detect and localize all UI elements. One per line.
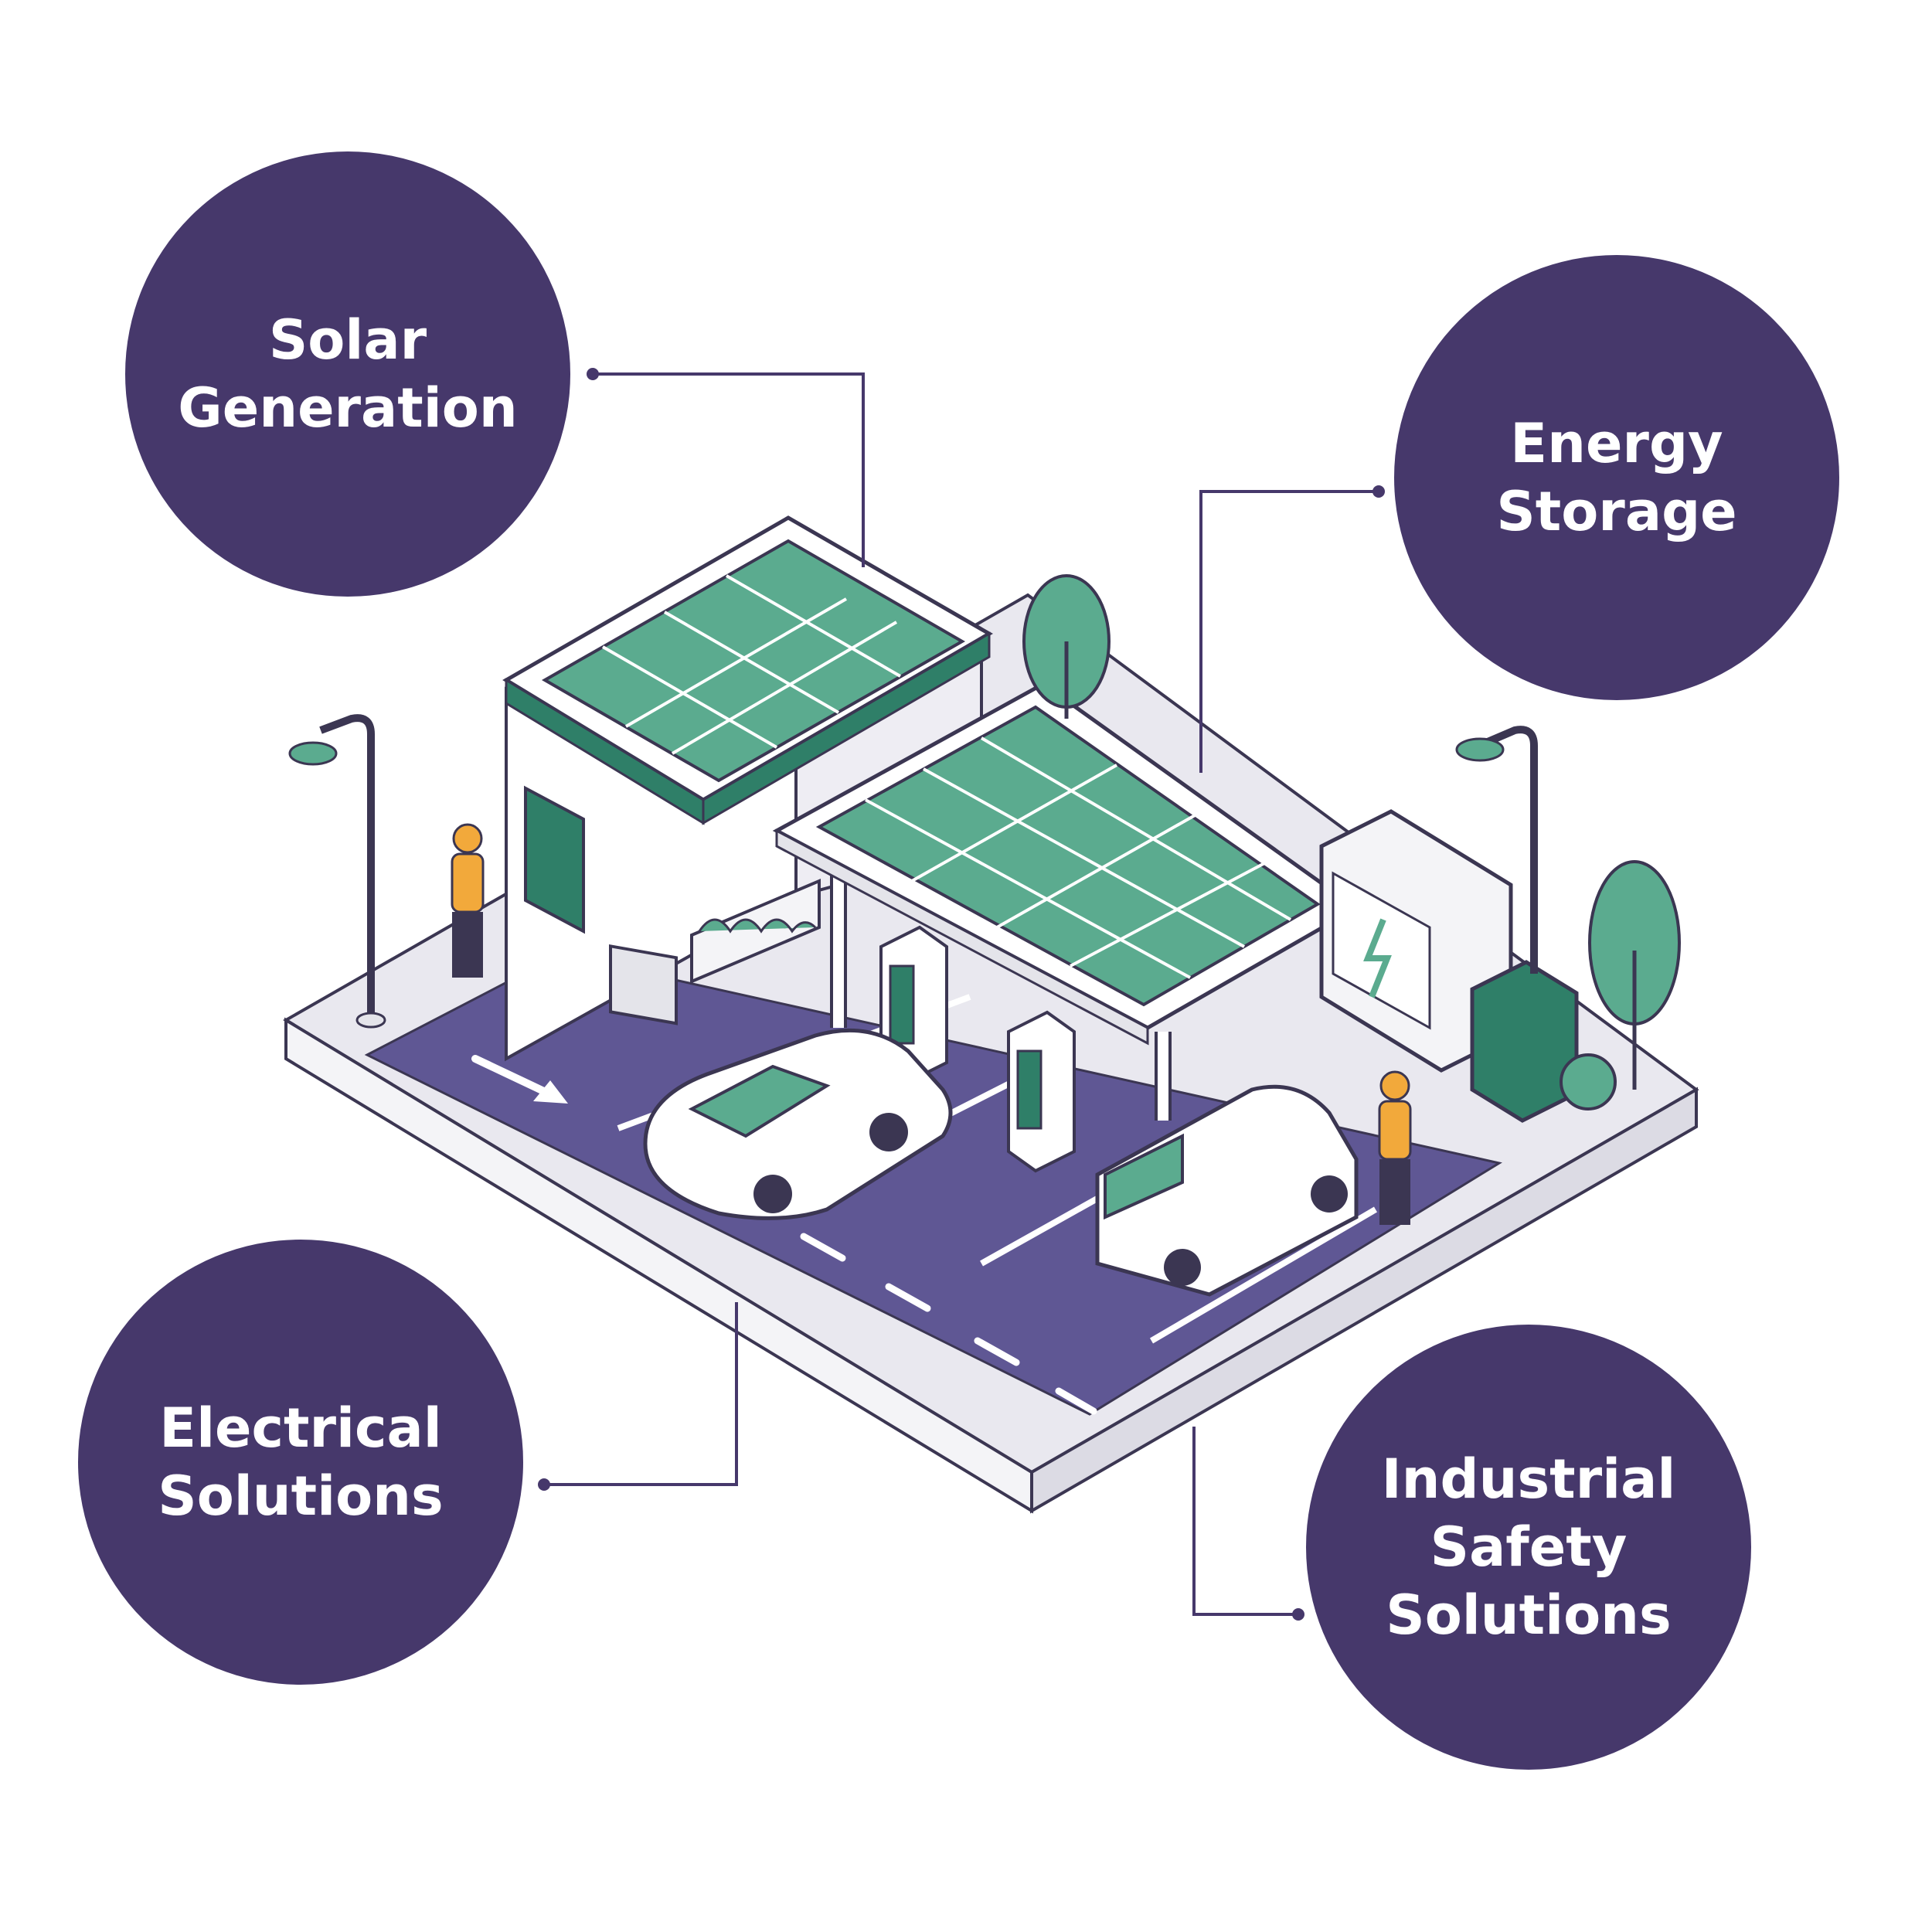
lane-dashes (800, 1233, 1097, 1415)
planter (690, 878, 821, 985)
tree-back (1022, 574, 1111, 719)
callout-line: Electrical (159, 1396, 442, 1460)
road-arrow (471, 1055, 553, 1097)
callout-line: Safety (1430, 1515, 1628, 1579)
tree-right (1560, 860, 1681, 1111)
charger-2 (1007, 1010, 1076, 1173)
building-door (524, 785, 585, 934)
connector-lines (544, 372, 1379, 1616)
white-van (1095, 1084, 1359, 1297)
energy-storage-callout: Energy Storage (1394, 255, 1839, 700)
callout-line: Energy (1510, 412, 1723, 475)
callout-line: Solutions (1386, 1583, 1672, 1647)
worker-left (451, 823, 485, 978)
roof-solar-panels (541, 539, 966, 783)
worker-right (1378, 1070, 1412, 1225)
battery-storage (1319, 809, 1579, 1123)
white-car (643, 1028, 953, 1220)
industrial-safety-callout: Industrial Safety Solutions (1306, 1325, 1751, 1770)
callout-line: Storage (1496, 480, 1737, 543)
control-panel (609, 944, 678, 1026)
callout-line: Industrial (1381, 1447, 1676, 1511)
street-lamp-left (288, 714, 386, 1029)
connector-electrical (544, 1302, 738, 1486)
solar-generation-callout: Solar Generation (125, 151, 570, 597)
connector-solar (593, 372, 865, 567)
connector-industrial (1192, 1427, 1298, 1616)
electrical-solutions-callout: Electrical Solutions (78, 1240, 523, 1685)
callout-line: Solar (268, 308, 427, 372)
connector-dots (538, 368, 1385, 1621)
street-lamp-right (1455, 726, 1538, 974)
connector-energy (1199, 490, 1379, 773)
callout-line: Solutions (158, 1464, 444, 1528)
callout-line: Generation (178, 376, 518, 440)
